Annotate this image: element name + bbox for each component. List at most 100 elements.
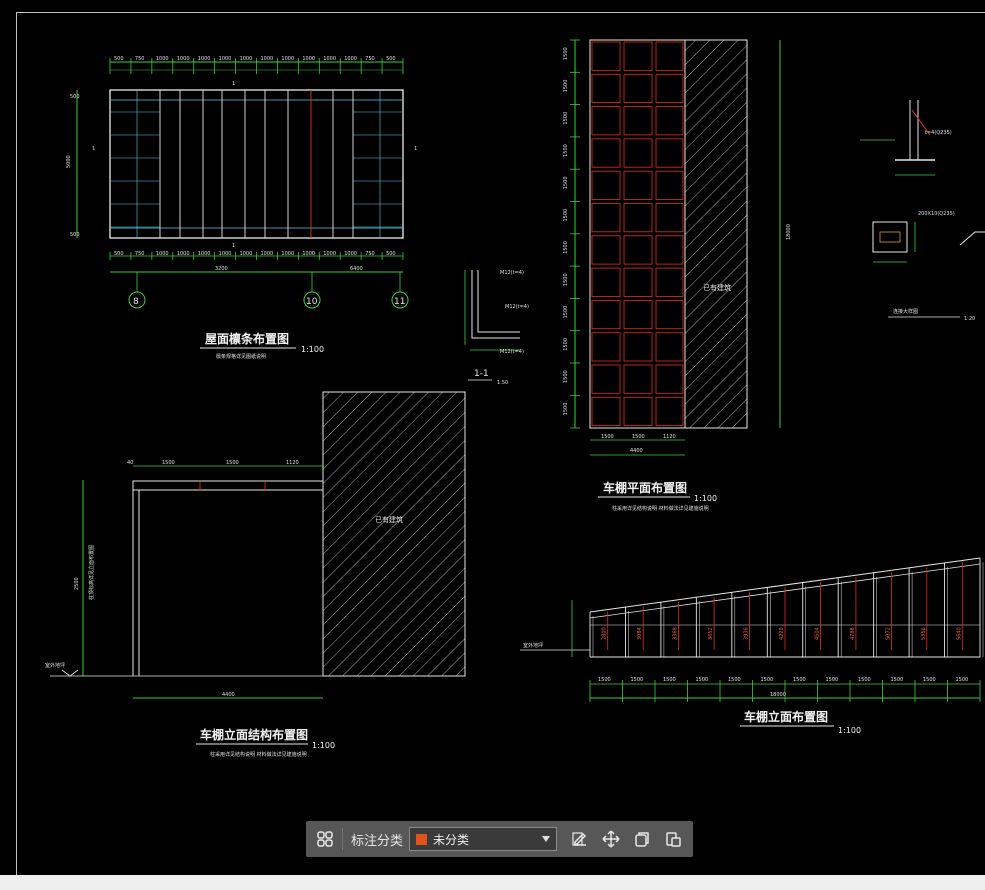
plan-panel: [591, 267, 621, 297]
status-bar: [0, 875, 985, 890]
dim-label: 1500: [563, 403, 569, 416]
category-grid-icon[interactable]: [314, 828, 336, 850]
plan-panel: [623, 41, 653, 71]
svg-text:柱顶标高详见立面布置图: 柱顶标高详见立面布置图: [88, 545, 95, 600]
dim-label: 1500: [563, 338, 569, 351]
dim-label: 1500: [663, 677, 676, 683]
move-icon[interactable]: [600, 828, 622, 850]
plan-panel: [655, 299, 684, 330]
plan-panel: [655, 73, 684, 104]
elev-struct-height: 2500: [74, 577, 80, 590]
svg-text:1: 1: [92, 146, 95, 152]
detail-title: 连接大样图: [893, 308, 918, 315]
plan-panel: [623, 73, 653, 104]
plan-panel: [623, 235, 653, 265]
dim-label: 1000: [240, 251, 253, 257]
plan-panel: [623, 106, 653, 136]
annotation-toolbar: 标注分类 未分类: [306, 821, 693, 857]
svg-text:200X10(Q235): 200X10(Q235): [918, 211, 955, 217]
plan-panel: [655, 138, 684, 168]
dim-label: 1000: [302, 251, 315, 257]
height-label: 4788: [850, 627, 856, 640]
dim-label: 750: [135, 251, 145, 257]
carport-plan-scale: 1:100: [694, 494, 717, 503]
plan-panel: [591, 73, 621, 104]
detail-scale: 1:20: [964, 316, 975, 322]
dim-label: 1000: [344, 251, 357, 257]
dim-label: 1000: [302, 56, 315, 62]
carport-plan-dim-2: 1500: [632, 434, 645, 440]
dim-label: 1000: [281, 56, 294, 62]
svg-text:500: 500: [70, 232, 80, 238]
svg-text:5000: 5000: [66, 155, 72, 168]
svg-text:1: 1: [232, 243, 235, 249]
height-label: 3652: [708, 627, 714, 640]
category-color-swatch: [416, 833, 428, 845]
dim-label: 1500: [761, 677, 774, 683]
carport-elevation-structure: 40 1500 1500 1120 2500 柱顶标高详见立面布置图 室外地坪 …: [45, 391, 466, 758]
plan-panel: [655, 267, 684, 297]
plan-panel: [655, 235, 684, 265]
height-label: 5356: [921, 627, 927, 640]
dim-label: 500: [386, 251, 396, 257]
dim-label: 1000: [198, 251, 211, 257]
dim-label: 1000: [323, 251, 336, 257]
dim-label: 1000: [281, 251, 294, 257]
elev-struct-note: 柱采用详见结构说明 材料做法详见建施说明: [210, 751, 307, 758]
plan-panel: [655, 41, 684, 71]
dim-label: 1500: [563, 176, 569, 189]
dim-label: 1500: [826, 677, 839, 683]
plan-panel: [591, 138, 621, 168]
dim-label: 750: [135, 56, 145, 62]
height-label: 3936: [744, 627, 750, 640]
plan-panel: [655, 332, 684, 362]
dim-label: 1000: [177, 56, 190, 62]
plan-panel: [591, 106, 621, 136]
plan-panel: [591, 332, 621, 362]
dim-label: 1500: [598, 677, 611, 683]
paste-icon[interactable]: [662, 828, 684, 850]
svg-text:M12(t=4): M12(t=4): [505, 304, 529, 310]
roof-dim-3200: 3200: [215, 266, 228, 272]
svg-text:500: 500: [70, 94, 80, 100]
dim-label: 1500: [631, 677, 644, 683]
height-label: 3084: [637, 627, 643, 640]
carport-plan-dim-3: 1120: [663, 434, 676, 440]
height-label: 4504: [814, 627, 820, 640]
dim-label: 1000: [240, 56, 253, 62]
carport-plan-note: 柱采用详见结构说明 材料做法详见建施说明: [612, 505, 709, 512]
drawing-frame: [16, 12, 985, 875]
plan-panel: [655, 364, 684, 394]
category-select[interactable]: 未分类: [409, 827, 558, 851]
plan-panel: [623, 332, 653, 362]
height-label: 3368: [673, 627, 679, 640]
roof-purlin-note: 檩条规格详见图纸说明: [216, 353, 266, 360]
copy-icon[interactable]: [631, 828, 653, 850]
category-select-value: 未分类: [433, 832, 470, 847]
plan-panel: [623, 364, 653, 394]
elev-struct-scale: 1:100: [312, 741, 335, 750]
axis-label-10: 10: [306, 297, 318, 307]
svg-text:M12(t=4): M12(t=4): [500, 270, 524, 276]
carport-plan-width: 4400: [630, 448, 643, 454]
carport-plan-dim-1: 1500: [601, 434, 614, 440]
carport-plan-hatch-label: 已有建筑: [703, 283, 731, 292]
dim-label: 1500: [923, 677, 936, 683]
dim-label: 1000: [344, 56, 357, 62]
plan-panel: [591, 235, 621, 265]
section-1-1-label: 1-1: [474, 369, 489, 379]
plan-panel: [591, 203, 621, 233]
toolbar-separator: [342, 828, 343, 850]
dim-label: 1500: [728, 677, 741, 683]
plan-panel: [591, 170, 621, 200]
chevron-down-icon: [542, 836, 551, 842]
dim-label: 1500: [858, 677, 871, 683]
plan-panel: [655, 170, 684, 200]
dim-label: 1000: [261, 251, 274, 257]
edit-icon[interactable]: [569, 828, 591, 850]
height-label: 2800: [602, 627, 608, 640]
dim-label: 1500: [563, 241, 569, 254]
